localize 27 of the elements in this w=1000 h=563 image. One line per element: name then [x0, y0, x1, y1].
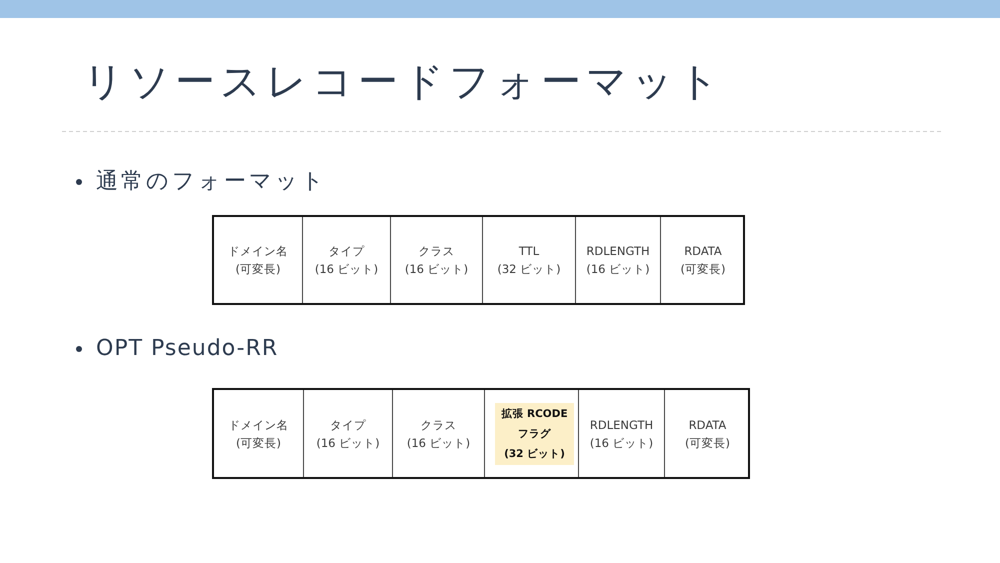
- field-size: (可変長): [685, 434, 730, 452]
- field-size: (16 ビット): [316, 434, 380, 452]
- field-size: (16 ビット): [314, 261, 378, 278]
- field-name: TTL: [518, 243, 540, 260]
- section-heading: OPT Pseudo-RR: [96, 335, 278, 363]
- field-size: (可変長): [236, 434, 281, 452]
- field-name: RDLENGTH: [590, 416, 654, 434]
- field-name: RDATA: [688, 416, 726, 434]
- field-size: (32 ビット): [497, 261, 561, 278]
- field-name: クラス: [420, 416, 456, 434]
- field-name: RDATA: [684, 243, 722, 260]
- field-size: (16 ビット): [590, 434, 654, 452]
- field-name: ドメイン名: [228, 243, 288, 260]
- field-size: (16 ビット): [586, 261, 650, 278]
- field-size: (32 ビット): [504, 447, 565, 462]
- field-size: (16 ビット): [406, 434, 470, 452]
- field-size: (16 ビット): [404, 261, 468, 278]
- slide-title: リソースレコードフォーマット: [83, 58, 724, 106]
- field-name: タイプ: [328, 243, 364, 260]
- field-name: RDLENGTH: [586, 243, 650, 260]
- field-size: (可変長): [236, 261, 280, 278]
- field-name: タイプ: [330, 416, 366, 434]
- field-size: (可変長): [680, 261, 726, 278]
- field-name: 拡張 RCODE フラグ: [500, 407, 569, 442]
- field-name: ドメイン名: [228, 416, 288, 434]
- field-name: クラス: [418, 243, 454, 260]
- section-heading: 通常のフォーマット: [96, 168, 327, 196]
